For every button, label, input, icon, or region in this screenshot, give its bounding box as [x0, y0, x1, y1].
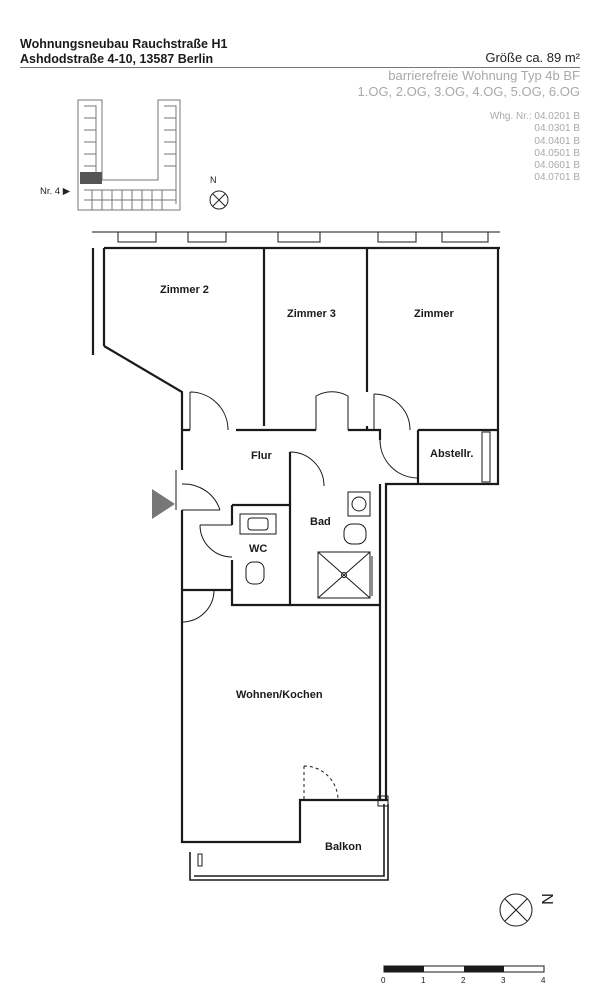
- top-windows: [92, 231, 500, 243]
- entry-arrow: [152, 489, 175, 519]
- room-wc: WC: [249, 543, 268, 555]
- unit-number: 04.0701 B: [534, 172, 580, 184]
- north-arrow-icon: [499, 893, 533, 927]
- unit-number: 04.0201 B: [534, 111, 580, 122]
- key-plan-north: N: [210, 175, 217, 185]
- apartment-size: Größe ca. 89 m²: [485, 50, 580, 65]
- doors: [181, 391, 419, 801]
- unit-number: 04.0601 B: [534, 160, 580, 172]
- scale-tick: 4: [541, 976, 546, 985]
- key-plan-label: Nr. 4 ▶: [40, 186, 71, 197]
- project-name: Wohnungsneubau Rauchstraße H1: [20, 37, 228, 51]
- room-zimmer: Zimmer: [414, 308, 454, 320]
- north-arrow-label: N: [539, 893, 557, 905]
- units-label: Whg. Nr.:: [489, 111, 532, 122]
- unit-number: 04.0401 B: [534, 135, 580, 147]
- room-wohnen-kochen: Wohnen/Kochen: [236, 689, 323, 701]
- key-compass-icon: [209, 190, 229, 210]
- project-title: Wohnungsneubau Rauchstraße H1 Ashdodstra…: [20, 37, 227, 67]
- unit-numbers: Whg. Nr.: 04.0201 B 04.0301 B 04.0401 B …: [490, 111, 580, 185]
- scale-tick: 1: [421, 976, 426, 985]
- apartment-type-name: barrierefreie Wohnung Typ 4b BF: [388, 68, 580, 83]
- balcony: [189, 795, 389, 881]
- key-plan-marker: [80, 172, 102, 184]
- key-plan: [77, 99, 181, 211]
- bathroom-fixtures: [239, 491, 373, 599]
- header-divider: [20, 67, 580, 68]
- side-window: [481, 431, 491, 483]
- project-address: Ashdodstraße 4-10, 13587 Berlin: [20, 52, 214, 66]
- apartment-floors: 1.OG, 2.OG, 3.OG, 4.OG, 5.OG, 6.OG: [357, 84, 580, 99]
- scale-bar: [383, 965, 545, 973]
- scale-tick: 0: [381, 976, 386, 985]
- unit-number: 04.0301 B: [534, 123, 580, 135]
- scale-tick: 2: [461, 976, 466, 985]
- scale-tick: 3: [501, 976, 506, 985]
- room-zimmer-2: Zimmer 2: [160, 284, 209, 296]
- room-bad: Bad: [310, 516, 331, 528]
- room-balkon: Balkon: [325, 841, 362, 853]
- unit-number: 04.0501 B: [534, 147, 580, 159]
- room-abstellraum: Abstellr.: [430, 448, 474, 460]
- room-flur: Flur: [251, 450, 272, 462]
- room-zimmer-3: Zimmer 3: [287, 308, 336, 320]
- apartment-type: barrierefreie Wohnung Typ 4b BF 1.OG, 2.…: [357, 68, 580, 100]
- walls: [91, 246, 500, 844]
